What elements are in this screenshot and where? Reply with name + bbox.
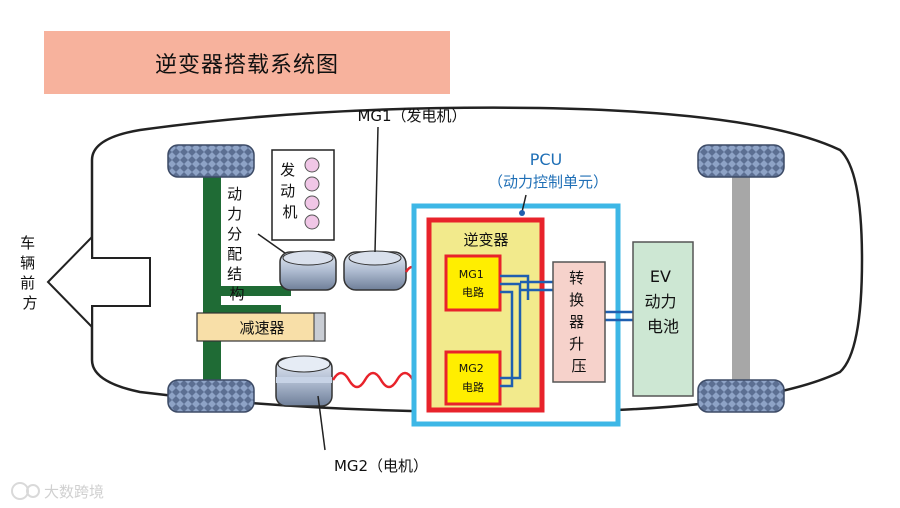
booster-label-5: 压 [571, 357, 586, 375]
front-axle-shaft [203, 165, 221, 391]
svg-text:发 动 机: 发 动 机 [280, 161, 300, 221]
booster-label-4: 升 [569, 335, 584, 353]
inverter-label: 逆变器 [463, 231, 508, 249]
watermark: 大数跨境 [11, 482, 104, 501]
mg1-circuit [444, 254, 502, 312]
wheel-front-bottom [167, 379, 255, 413]
mg2-motor [275, 355, 333, 407]
mg1-label: MG1（发电机） [357, 107, 466, 125]
reducer: 减速器 [196, 312, 326, 342]
dc-bus-lines [500, 274, 634, 388]
engine-label-1: 发 [280, 161, 295, 179]
rear-axle-shaft [732, 165, 750, 391]
wheel-rear-top [697, 144, 785, 178]
mg1-motor [343, 250, 407, 291]
svg-text:车 辆 前 方: 车 辆 前 方 [20, 234, 40, 312]
mg2-circuit [444, 350, 502, 406]
diagram-title: 逆变器搭载系统图 [154, 52, 339, 78]
front-direction-arrow [46, 234, 151, 330]
svg-text:MG1 电路: MG1 电路 [459, 268, 488, 299]
mg2-label: MG2（电机） [334, 457, 428, 475]
power-split-label-2: 力 [227, 205, 242, 223]
mg1-leader [374, 126, 379, 253]
front-label-4: 方 [22, 294, 37, 312]
power-split-label-1: 动 [227, 185, 242, 203]
mg1-circuit-label-b: 电路 [462, 286, 484, 299]
mg2-leader [317, 395, 326, 451]
drive-shaft [221, 286, 291, 296]
wheel-rear-bottom [697, 379, 785, 413]
mg2-circuit-label-b: 电路 [462, 381, 484, 394]
svg-text:MG2 电路: MG2 电路 [459, 362, 488, 394]
engine-label-3: 机 [282, 203, 297, 221]
power-split-label-5: 结 [227, 265, 242, 283]
svg-text:EV 动力 电池: EV 动力 电池 [644, 267, 681, 336]
pcu-label: PCU [530, 150, 563, 169]
mg1-circuit-label-a: MG1 [459, 268, 484, 281]
battery-label-3: 电池 [647, 317, 679, 336]
ev-battery [632, 241, 694, 397]
front-label-3: 前 [20, 274, 35, 292]
reducer-shaft-left [221, 305, 281, 313]
wheel-front-top [167, 144, 255, 178]
booster-label-2: 换 [569, 291, 584, 309]
front-label-2: 辆 [20, 254, 35, 272]
watermark-text: 大数跨境 [44, 483, 104, 501]
pcu-sub-label: （动力控制单元） [488, 173, 608, 191]
power-split-label-3: 分 [227, 225, 242, 243]
booster-label-1: 转 [569, 269, 584, 287]
svg-text:动 力 分 配 结: 动 力 分 配 结 构 [227, 185, 247, 303]
power-split-label-4: 配 [227, 245, 242, 263]
svg-text:转 换 器 升 压: 转 换 器 升 压 [569, 269, 589, 375]
power-split-label-6: 构 [229, 285, 244, 303]
booster-converter [552, 261, 606, 383]
engine-label-2: 动 [280, 182, 295, 200]
booster-label-3: 器 [569, 313, 584, 331]
battery-label-1: EV [650, 267, 671, 286]
car-body-outline [90, 106, 864, 414]
engine-block: 发 动 机 [271, 149, 335, 241]
title-banner: 逆变器搭载系统图 [44, 31, 450, 94]
front-label-1: 车 [20, 234, 35, 252]
battery-label-2: 动力 [644, 292, 676, 311]
pcu-leader [521, 194, 527, 213]
power-split-device [279, 250, 337, 291]
mg2-circuit-label-a: MG2 [459, 362, 484, 375]
reducer-label: 减速器 [239, 319, 284, 337]
